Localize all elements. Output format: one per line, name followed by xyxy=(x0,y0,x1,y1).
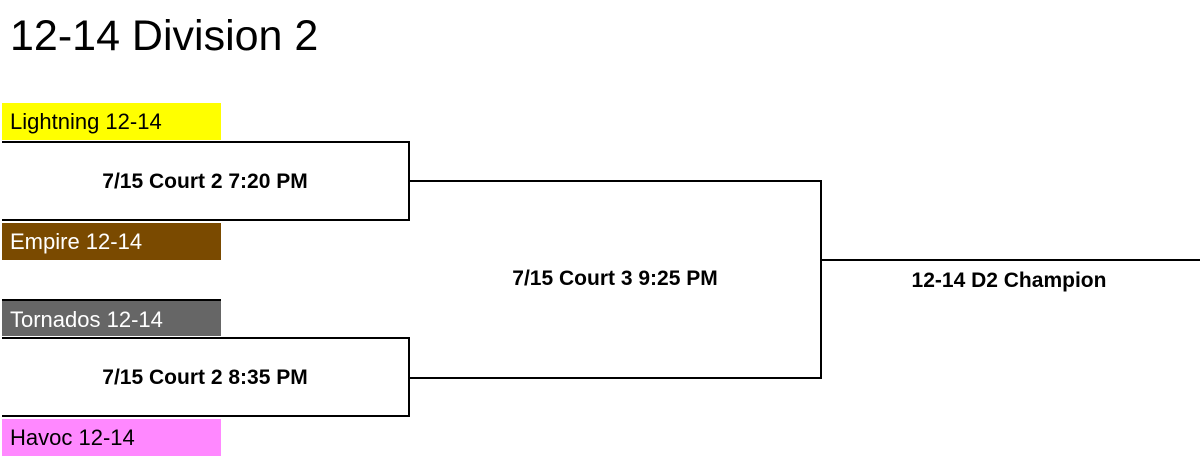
team-tornados: Tornados 12-14 xyxy=(2,299,221,336)
bracket-line-champion xyxy=(820,259,1200,261)
page-title: 12-14 Division 2 xyxy=(10,12,319,60)
bracket-line-semi2-right xyxy=(408,337,410,417)
game-final-label: 7/15 Court 3 9:25 PM xyxy=(512,267,718,290)
bracket-line-final-bottom xyxy=(410,377,822,379)
bracket-line-semi1-top xyxy=(2,141,410,143)
bracket-line-semi1-right xyxy=(408,141,410,221)
bracket-line-final-top xyxy=(410,180,822,182)
game-semi-2-label: 7/15 Court 2 8:35 PM xyxy=(102,366,308,389)
team-lightning: Lightning 12-14 xyxy=(2,103,221,140)
game-semi-1-label: 7/15 Court 2 7:20 PM xyxy=(102,170,308,193)
team-havoc: Havoc 12-14 xyxy=(2,419,221,456)
bracket-line-semi1-bottom xyxy=(2,219,410,221)
bracket-line-semi2-bottom xyxy=(2,415,410,417)
champion-label: 12-14 D2 Champion xyxy=(911,269,1107,292)
bracket-line-semi2-top xyxy=(2,337,410,339)
team-empire: Empire 12-14 xyxy=(2,223,221,260)
bracket-line-final-right xyxy=(820,180,822,379)
